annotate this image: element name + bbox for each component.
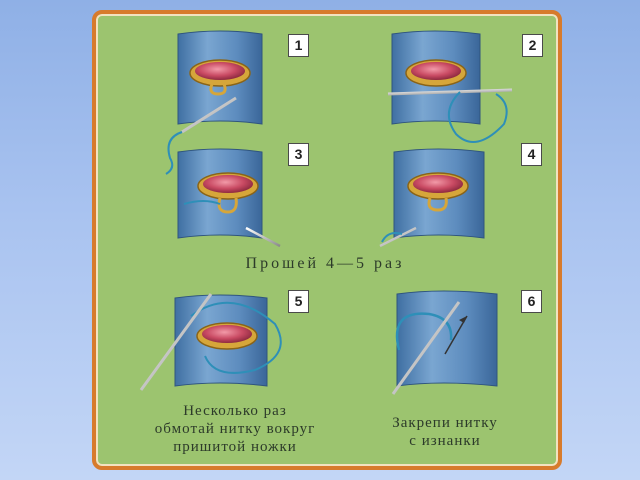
- caption-wrap-line-3: пришитой ножки: [173, 439, 297, 455]
- caption-secure-line-2: с изнанки: [409, 433, 481, 449]
- illustration-panel: [92, 10, 562, 470]
- step-number-5: 5: [288, 290, 309, 313]
- step-5-illustration: [139, 293, 282, 391]
- step-4-illustration: [379, 148, 485, 248]
- caption-secure: Закрепи нитку с изнанки: [365, 414, 525, 450]
- step-number-4: 4: [521, 143, 542, 166]
- step-2-illustration: [387, 30, 513, 143]
- step-number-1: 1: [288, 34, 309, 57]
- step-number-2: 2: [522, 34, 543, 57]
- caption-repeat: Прошей 4—5 раз: [245, 255, 405, 272]
- caption-wrap-line-2: обмотай нитку вокруг: [154, 421, 316, 437]
- caption-secure-line-1: Закрепи нитку: [392, 415, 498, 431]
- caption-wrap: Несколько раз обмотай нитку вокруг приши…: [135, 402, 335, 456]
- step-6-illustration: [391, 290, 498, 395]
- step-1-illustration: [165, 30, 263, 175]
- step-number-6: 6: [521, 290, 542, 313]
- step-number-3: 3: [288, 143, 309, 166]
- caption-wrap-line-1: Несколько раз: [183, 403, 287, 419]
- step-3-illustration: [177, 148, 281, 248]
